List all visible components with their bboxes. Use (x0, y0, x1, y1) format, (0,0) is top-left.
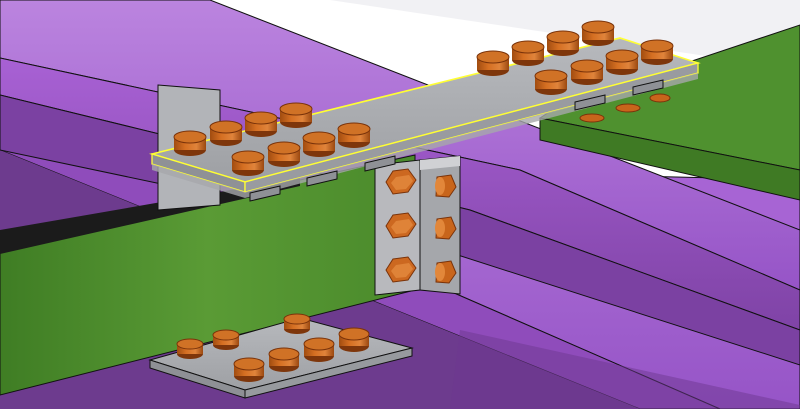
top-plate-underside-bolts[interactable] (249, 79, 671, 202)
bolt-side[interactable] (435, 174, 457, 198)
bolt-hex[interactable] (385, 212, 417, 239)
bottom-plate-bolts[interactable] (176, 313, 370, 382)
bolt-hex[interactable] (385, 256, 417, 283)
bolt[interactable] (268, 347, 300, 372)
bolt[interactable] (209, 120, 243, 146)
bolt[interactable] (338, 327, 370, 352)
bolt[interactable] (303, 337, 335, 362)
angle-bolts[interactable] (435, 174, 457, 284)
bolt[interactable] (640, 39, 674, 65)
bolt-hex[interactable] (385, 168, 417, 195)
top-plate-bolt-group-left[interactable] (173, 102, 371, 176)
bolt[interactable] (581, 20, 615, 46)
bolt[interactable] (244, 111, 278, 137)
top-plate-bolt-group-right[interactable] (476, 20, 674, 95)
bolt[interactable] (283, 313, 311, 334)
bolt[interactable] (337, 122, 371, 148)
bolt[interactable] (605, 49, 639, 75)
bolt[interactable] (212, 329, 240, 350)
bolt[interactable] (511, 40, 545, 66)
bolt-side[interactable] (435, 216, 457, 240)
bolt-side[interactable] (435, 260, 457, 284)
bolt[interactable] (476, 50, 510, 76)
shear-tab-bolts[interactable] (385, 168, 417, 283)
bolt[interactable] (534, 69, 568, 95)
purple-girder-shadow (450, 330, 800, 409)
bolt[interactable] (176, 338, 204, 359)
bolt[interactable] (302, 131, 336, 157)
bolt[interactable] (570, 59, 604, 85)
bolt[interactable] (173, 130, 207, 156)
bolt[interactable] (231, 150, 265, 176)
bolt[interactable] (233, 357, 265, 382)
bolt[interactable] (267, 141, 301, 167)
bolt[interactable] (546, 30, 580, 56)
bolt[interactable] (279, 102, 313, 128)
